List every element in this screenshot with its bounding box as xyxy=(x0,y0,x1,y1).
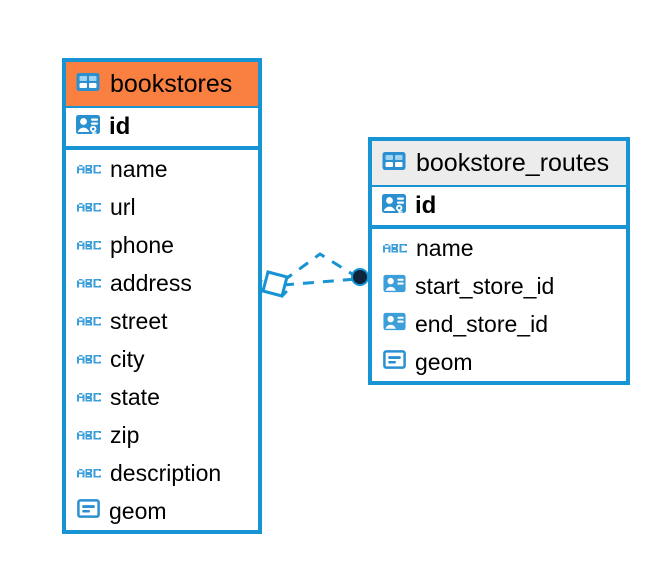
field-row-address[interactable]: address xyxy=(66,264,258,302)
field-label: phone xyxy=(110,231,174,258)
field-label: end_store_id xyxy=(415,310,548,337)
field-row-state[interactable]: state xyxy=(66,378,258,416)
field-label: description xyxy=(110,459,222,486)
field-label: street xyxy=(110,307,168,334)
field-label: name xyxy=(416,234,474,261)
abc-text-icon xyxy=(76,347,102,371)
field-row-id[interactable]: id xyxy=(66,106,258,150)
field-label: state xyxy=(110,383,160,410)
relationship-line-lower xyxy=(282,277,358,287)
entity-title: bookstore_routes xyxy=(416,148,610,177)
field-row-description[interactable]: description xyxy=(66,454,258,492)
primary-key-icon xyxy=(381,191,407,222)
field-label: geom xyxy=(109,497,167,524)
relationship-line-upper xyxy=(282,252,358,283)
field-label: address xyxy=(110,269,192,296)
table-icon xyxy=(75,69,101,100)
field-label: id xyxy=(415,192,437,219)
entity-header-bookstores[interactable]: bookstores xyxy=(66,62,258,106)
abc-text-icon xyxy=(76,385,102,409)
relationship-source-handle[interactable] xyxy=(257,270,289,298)
field-row-city[interactable]: city xyxy=(66,340,258,378)
field-row-url[interactable]: url xyxy=(66,188,258,226)
abc-text-icon xyxy=(76,461,102,485)
field-label: url xyxy=(110,193,136,220)
table-icon xyxy=(381,148,407,179)
field-label: name xyxy=(110,155,168,182)
abc-text-icon xyxy=(76,423,102,447)
abc-text-icon xyxy=(76,157,102,181)
field-row-name[interactable]: name xyxy=(66,150,258,188)
relationship-target-endpoint[interactable] xyxy=(351,268,369,286)
entity-header-bookstore-routes[interactable]: bookstore_routes xyxy=(372,141,626,185)
geometry-icon xyxy=(382,347,407,377)
geometry-icon xyxy=(76,496,101,526)
foreign-key-icon xyxy=(382,271,407,301)
abc-text-icon xyxy=(76,271,102,295)
abc-text-icon xyxy=(76,195,102,219)
abc-text-icon xyxy=(76,309,102,333)
field-row-geom[interactable]: geom xyxy=(372,343,626,381)
foreign-key-icon xyxy=(382,309,407,339)
abc-text-icon xyxy=(382,236,408,260)
field-row-name[interactable]: name xyxy=(372,229,626,267)
field-label: zip xyxy=(110,421,140,448)
field-label: start_store_id xyxy=(415,272,555,299)
field-label: geom xyxy=(415,348,473,375)
field-label: id xyxy=(109,113,131,140)
primary-key-icon xyxy=(75,112,101,143)
field-row-zip[interactable]: zip xyxy=(66,416,258,454)
entity-bookstores[interactable]: bookstores id xyxy=(62,58,262,534)
entity-title: bookstores xyxy=(110,69,233,98)
field-row-phone[interactable]: phone xyxy=(66,226,258,264)
field-label: city xyxy=(110,345,145,372)
abc-text-icon xyxy=(76,233,102,257)
field-row-end-store-id[interactable]: end_store_id xyxy=(372,305,626,343)
field-row-street[interactable]: street xyxy=(66,302,258,340)
entity-bookstore-routes[interactable]: bookstore_routes id xyxy=(368,137,630,385)
field-row-start-store-id[interactable]: start_store_id xyxy=(372,267,626,305)
field-row-id[interactable]: id xyxy=(372,185,626,229)
field-row-geom[interactable]: geom xyxy=(66,492,258,530)
